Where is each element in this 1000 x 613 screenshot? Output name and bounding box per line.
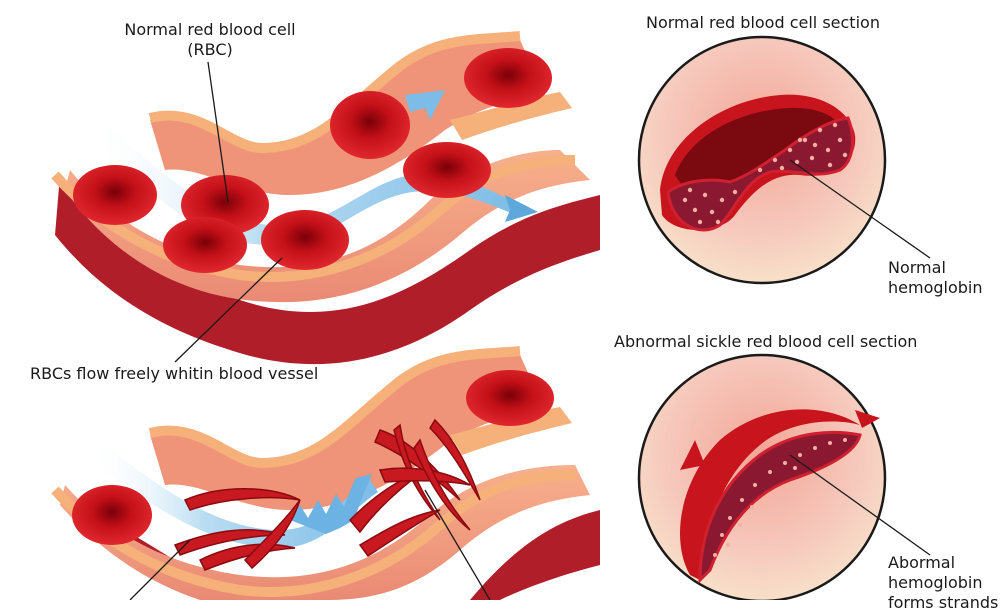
- sickle-cell: [243, 499, 301, 570]
- normal-cell-section: [637, 35, 931, 285]
- sickle-cell: [173, 529, 286, 556]
- abnormal-hemoglobin-label: Abormal hemoglobin forms strands: [888, 553, 998, 613]
- sickle-pointer-left: [129, 539, 191, 600]
- normal-cell-cross-section: [666, 116, 854, 232]
- rbc-cell: [163, 217, 247, 273]
- vessel-branch: [450, 407, 572, 455]
- rbc-cell: [403, 142, 491, 198]
- sickle-section-title: Abnormal sickle red blood cell section: [614, 332, 918, 351]
- normal-rbc-label-line2: (RBC): [187, 40, 233, 59]
- sickle-cell: [358, 509, 441, 558]
- rbc-cell: [464, 48, 552, 108]
- normal-rbc-pointer: [207, 61, 229, 203]
- abnormal-hemoglobin-pointer: [789, 454, 931, 556]
- normal-rbc-label: Normal red blood cell (RBC): [110, 20, 310, 60]
- rbc-cell: [466, 370, 554, 426]
- sickle-cell: [429, 418, 481, 501]
- abnormal-hemoglobin-line2: hemoglobin: [888, 573, 983, 592]
- normal-hemoglobin-line1: Normal: [888, 258, 946, 277]
- sickle-pointer-right: [424, 489, 491, 600]
- sickle-cells: [173, 418, 481, 571]
- vessel-branch: [450, 92, 572, 140]
- normal-section-title: Normal red blood cell section: [646, 13, 880, 32]
- rbc-cell: [261, 210, 349, 270]
- normal-rbc-label-line1: Normal red blood cell: [124, 20, 296, 39]
- abnormal-hemoglobin-line1: Abormal: [888, 553, 956, 572]
- abnormal-hemoglobin-line3: forms strands: [888, 593, 999, 612]
- red-blood-cells: [73, 48, 552, 273]
- vessel-rim-front: [51, 470, 576, 597]
- sickle-cell-body: [680, 409, 860, 580]
- sickle-cell: [393, 423, 441, 521]
- normal-cell-top-face: [675, 107, 843, 200]
- rbc-cell: [330, 91, 410, 159]
- flow-caption: RBCs flow freely whitin blood vessel: [30, 364, 319, 383]
- sickle-cell-spike: [855, 410, 880, 428]
- rbc-cell: [72, 485, 152, 545]
- normal-hemoglobin-line2: hemoglobin: [888, 278, 983, 297]
- hemoglobin-dots: [682, 122, 848, 225]
- vessel-back-wall: [150, 355, 545, 510]
- normal-hemoglobin-label: Normal hemoglobin: [888, 258, 983, 298]
- vessel-outer-wall: [55, 175, 600, 365]
- flow-arrow-lower: [505, 195, 538, 222]
- sickle-cell: [413, 438, 471, 531]
- flow-arrow-upper: [405, 90, 445, 120]
- sickle-cell: [374, 429, 461, 501]
- vessel-rim-front: [51, 155, 576, 282]
- sickle-cell: [378, 467, 471, 486]
- sickle-cell-cross-section: [698, 430, 862, 584]
- flow-caption-pointer: [174, 257, 283, 363]
- sickle-cell-spike: [680, 440, 705, 470]
- normal-blood-vessel: [51, 31, 600, 365]
- sickle-cell-section: [637, 353, 931, 600]
- illustration: [51, 31, 931, 600]
- vessel-rim: [148, 346, 521, 469]
- hemoglobin-strands: [713, 438, 847, 557]
- sickle-cell: [198, 543, 296, 571]
- rbc-cell: [73, 165, 157, 225]
- sickle-blood-vessel: [51, 346, 600, 600]
- blocked-flow-stream: [90, 440, 378, 548]
- normal-hemoglobin-pointer: [789, 159, 931, 259]
